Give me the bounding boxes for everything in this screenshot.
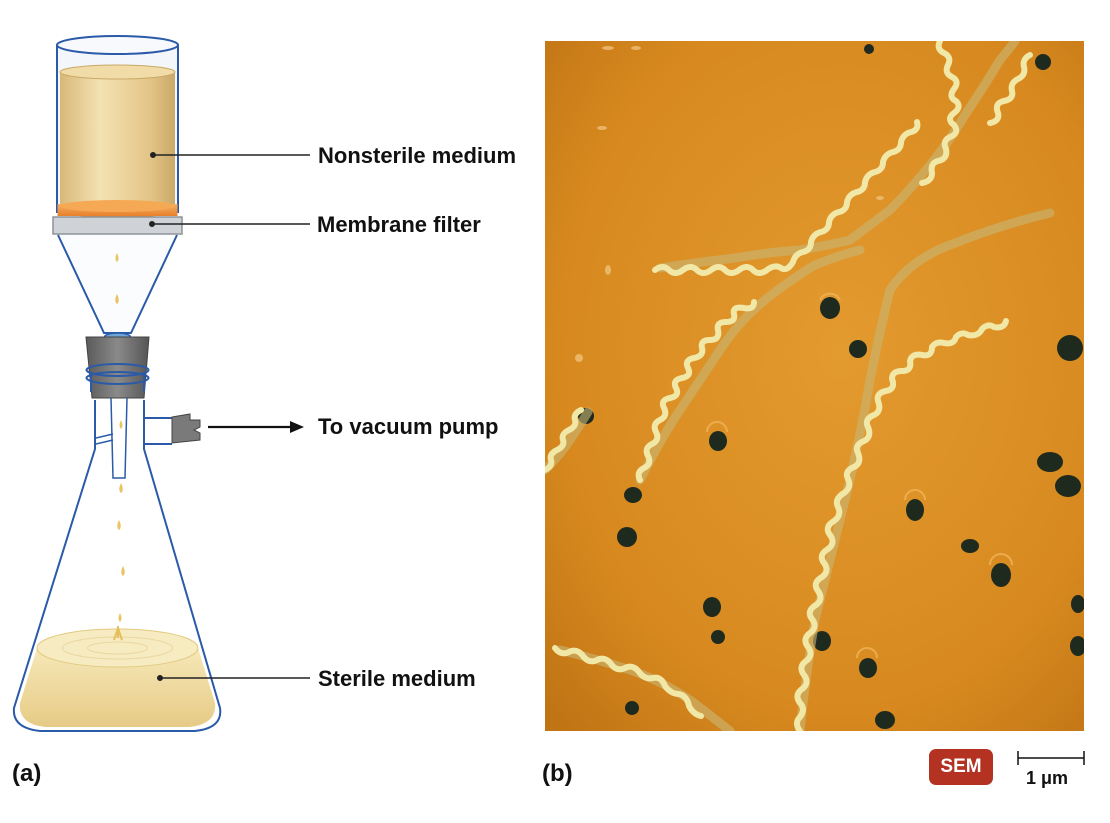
- scale-bar: [1017, 751, 1085, 765]
- filter-holder: [52, 216, 183, 235]
- scale-bar-label: 1 μm: [1026, 768, 1069, 788]
- filtration-apparatus-diagram: [12, 35, 310, 732]
- sem-badge: SEM: [929, 749, 993, 785]
- callout-vacuum-pump: To vacuum pump: [318, 414, 499, 439]
- flask-sterile-medium: [19, 626, 216, 727]
- falling-drops: [115, 253, 125, 622]
- vacuum-flask: [12, 363, 222, 732]
- vacuum-arrow: [208, 421, 304, 433]
- membrane-filter: [57, 200, 178, 218]
- panel-b-label: (b): [542, 760, 573, 787]
- callout-membrane-filter: Membrane filter: [317, 212, 481, 237]
- panel-a-label: (a): [12, 760, 42, 787]
- surface-debris: [575, 46, 884, 362]
- callout-nonsterile-medium: Nonsterile medium: [318, 143, 517, 168]
- membrane-pores: [578, 44, 1084, 729]
- callout-leader-lines: [149, 152, 310, 681]
- callout-sterile-medium: Sterile medium: [318, 666, 476, 691]
- filter-reservoir: [56, 35, 179, 213]
- vacuum-connector: [171, 413, 201, 444]
- spirochete-bacteria: [545, 41, 1055, 731]
- funnel: [57, 234, 178, 334]
